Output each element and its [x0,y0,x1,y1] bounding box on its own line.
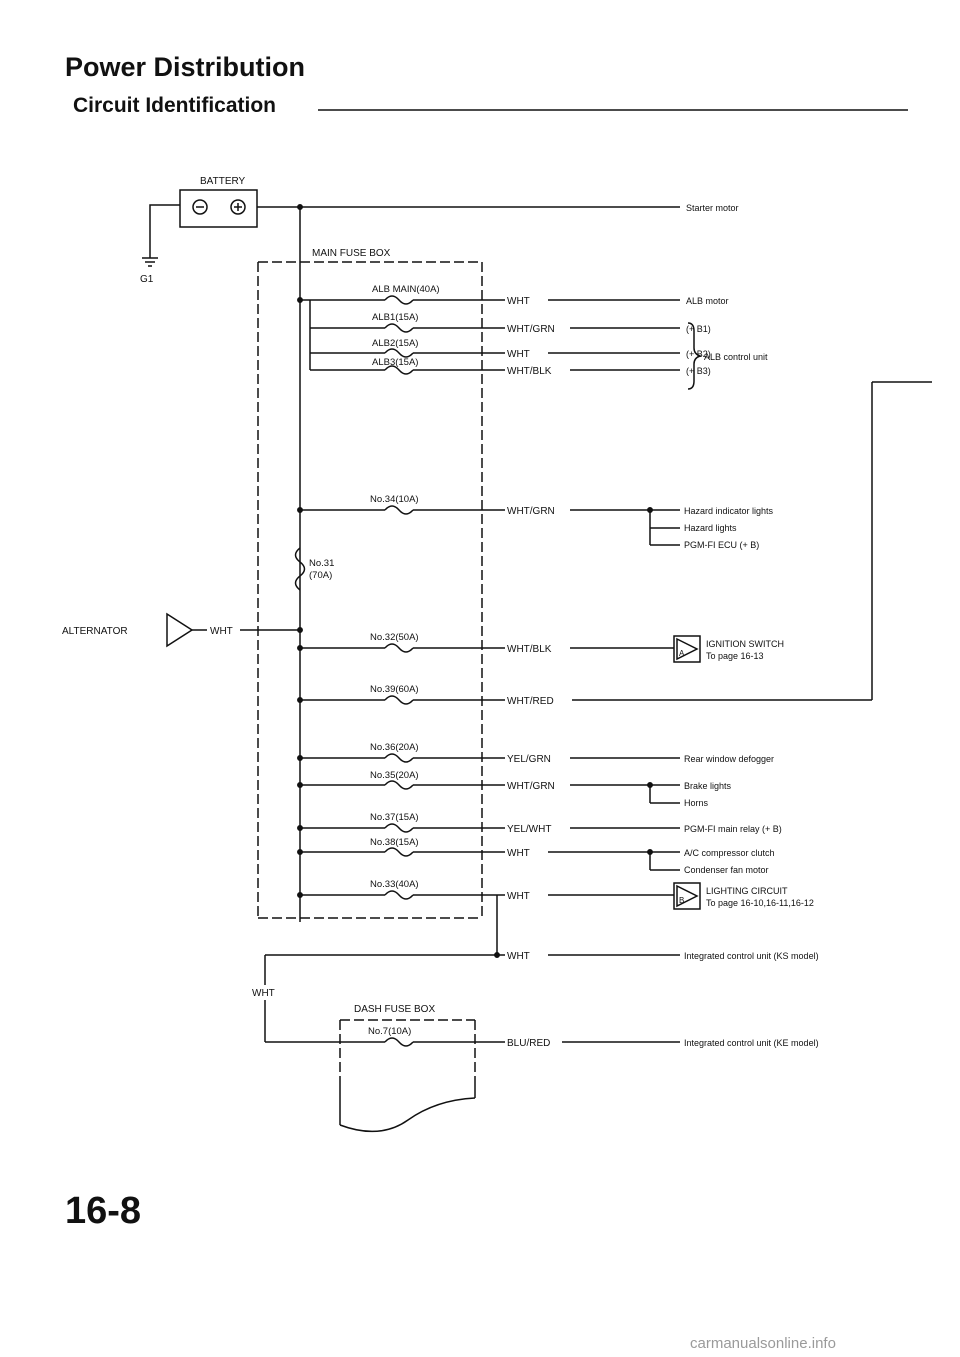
fuse-alb-main-label: ALB MAIN(40A) [372,284,440,295]
dest-alb-motor: ALB motor [686,296,729,306]
wire-integrated-ks-label: WHT [507,951,530,962]
dest-lighting-circuit: LIGHTING CIRCUIT [706,886,788,896]
page-number: 16-8 [65,1190,142,1232]
main-fuse-box [257,261,483,919]
wire-no39-label: WHT/RED [507,696,554,707]
fuse-no34-label: No.34(10A) [370,494,419,505]
lighting-connector-box [673,882,701,910]
wire-dash-tap-label: WHT [252,988,275,999]
dest-condenser-fan: Condenser fan motor [684,865,769,875]
dest-hazard-lights: Hazard lights [684,523,737,533]
main-fuse-box-label: MAIN FUSE BOX [312,248,391,259]
wire-no7-label: BLU/RED [507,1038,550,1049]
fuse-no33-label: No.33(40A) [370,879,419,890]
wire-no36-label: YEL/GRN [507,754,551,765]
dest-integrated-ks: Integrated control unit (KS model) [684,951,819,961]
no31-label: No.31 [309,558,334,569]
fuse-no7-label: No.7(10A) [368,1026,411,1037]
dest-alb-control-unit: ALB control unit [704,352,768,362]
dest-ac-clutch: A/C compressor clutch [684,848,775,858]
fuse-no37-label: No.37(15A) [370,812,419,823]
wire-no33-label: WHT [507,891,530,902]
alternator-wire-label: WHT [210,626,233,637]
wire-no32-label: WHT/BLK [507,644,552,655]
alternator-symbol [166,612,300,648]
dest-lighting-page: To page 16-10,16-11,16-12 [706,898,814,908]
ground-symbol [142,204,180,267]
fuse-alb2-label: ALB2(15A) [372,338,418,349]
battery-symbol [179,189,680,228]
alb-control-brace [687,322,703,390]
wire-alb-main-label: WHT [507,296,530,307]
ignition-connector-box [673,635,701,663]
dest-ignition-switch: IGNITION SWITCH [706,639,784,649]
wire-alb3-label: WHT/BLK [507,366,552,377]
connector-b-label: B [679,896,684,905]
wire-no35-label: WHT/GRN [507,781,555,792]
fuse-no38-label: No.38(15A) [370,837,419,848]
dest-hazard-indicator: Hazard indicator lights [684,506,774,516]
ground-label: G1 [140,274,154,285]
wire-no37-label: YEL/WHT [507,824,551,835]
fuse-no32-label: No.32(50A) [370,632,419,643]
watermark: carmanualsonline.info [690,1335,836,1352]
dash-fuse-box-label: DASH FUSE BOX [354,1004,435,1015]
wire-alb2-label: WHT [507,349,530,360]
dest-horns: Horns [684,798,709,808]
dest-pgm-fi-relay: PGM-FI main relay (+ B) [684,824,782,834]
fuse-no36-label: No.36(20A) [370,742,419,753]
page-subtitle: Circuit Identification [73,94,277,117]
starter-label: Starter motor [686,203,739,213]
no31-rating-label: (70A) [309,570,332,581]
no31-fuse [294,547,306,591]
alternator-label: ALTERNATOR [62,626,128,637]
dest-integrated-ke: Integrated control unit (KE model) [684,1038,819,1048]
fuse-no35-label: No.35(20A) [370,770,419,781]
page-title: Power Distribution [65,52,306,82]
dest-ignition-page: To page 16-13 [706,651,764,661]
dest-pgm-fi-ecu: PGM-FI ECU (+ B) [684,540,759,550]
wire-alb1-label: WHT/GRN [507,324,555,335]
dest-b1: (+ B1) [686,324,711,334]
wire-no34-label: WHT/GRN [507,506,555,517]
dest-brake-lights: Brake lights [684,781,732,791]
wire-no38-label: WHT [507,848,530,859]
dest-b3: (+ B3) [686,366,711,376]
battery-label: BATTERY [200,176,246,187]
dash-fuse-box [339,1019,476,1085]
dest-rear-defogger: Rear window defogger [684,754,774,764]
dest-b2: (+ B2) [686,349,711,359]
fuse-alb1-label: ALB1(15A) [372,312,418,323]
fuse-no39-label: No.39(60A) [370,684,419,695]
connector-a-label: A [679,649,685,658]
fuse-alb3-label: ALB3(15A) [372,357,418,368]
